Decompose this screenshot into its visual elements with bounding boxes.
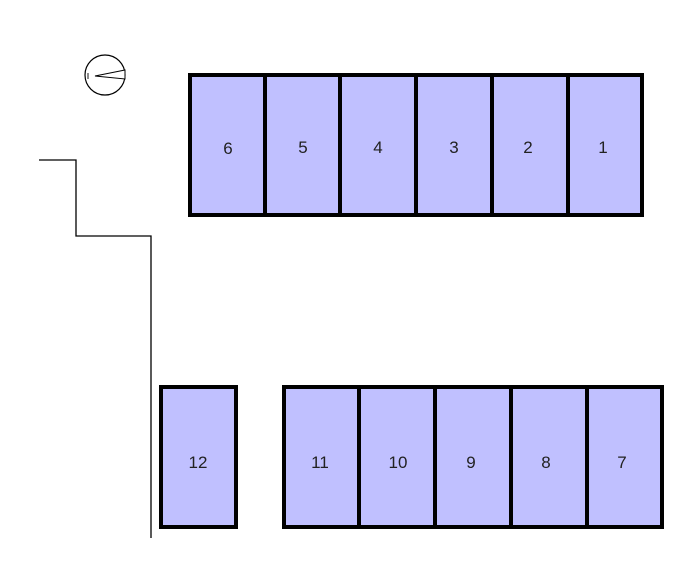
parking-space-4: 4	[338, 73, 418, 217]
space-number: 1	[598, 138, 607, 157]
space-number: 2	[523, 138, 532, 157]
space-number: 6	[223, 139, 232, 158]
parking-space-2: 2	[490, 73, 570, 217]
top-row-parking: 6 5 4 3 2 1	[188, 73, 644, 217]
space-number: 9	[466, 453, 475, 472]
space-number: 3	[449, 138, 458, 157]
space-number: 7	[617, 453, 626, 472]
parking-space-3: 3	[414, 73, 494, 217]
parking-space-5: 5	[263, 73, 342, 217]
space-number: 11	[311, 453, 329, 472]
space-number: 10	[389, 453, 408, 472]
bottom-row-parking: 11 10 9 8 7	[282, 385, 664, 529]
space-number: 5	[298, 138, 307, 157]
parking-space-10: 10	[357, 385, 437, 529]
parking-space-6: 6	[188, 73, 267, 217]
parking-space-7: 7	[585, 385, 664, 529]
north-arrow-icon: N	[84, 54, 126, 96]
space-number: 4	[373, 138, 382, 157]
parking-space-9: 9	[433, 385, 513, 529]
space-number: 8	[541, 453, 550, 472]
parking-space-12: 12	[159, 385, 238, 529]
boundary-wall-line	[39, 159, 152, 538]
parking-space-8: 8	[509, 385, 589, 529]
space-number: 12	[189, 453, 208, 472]
parking-space-11: 11	[282, 385, 361, 529]
parking-space-1: 1	[566, 73, 644, 217]
